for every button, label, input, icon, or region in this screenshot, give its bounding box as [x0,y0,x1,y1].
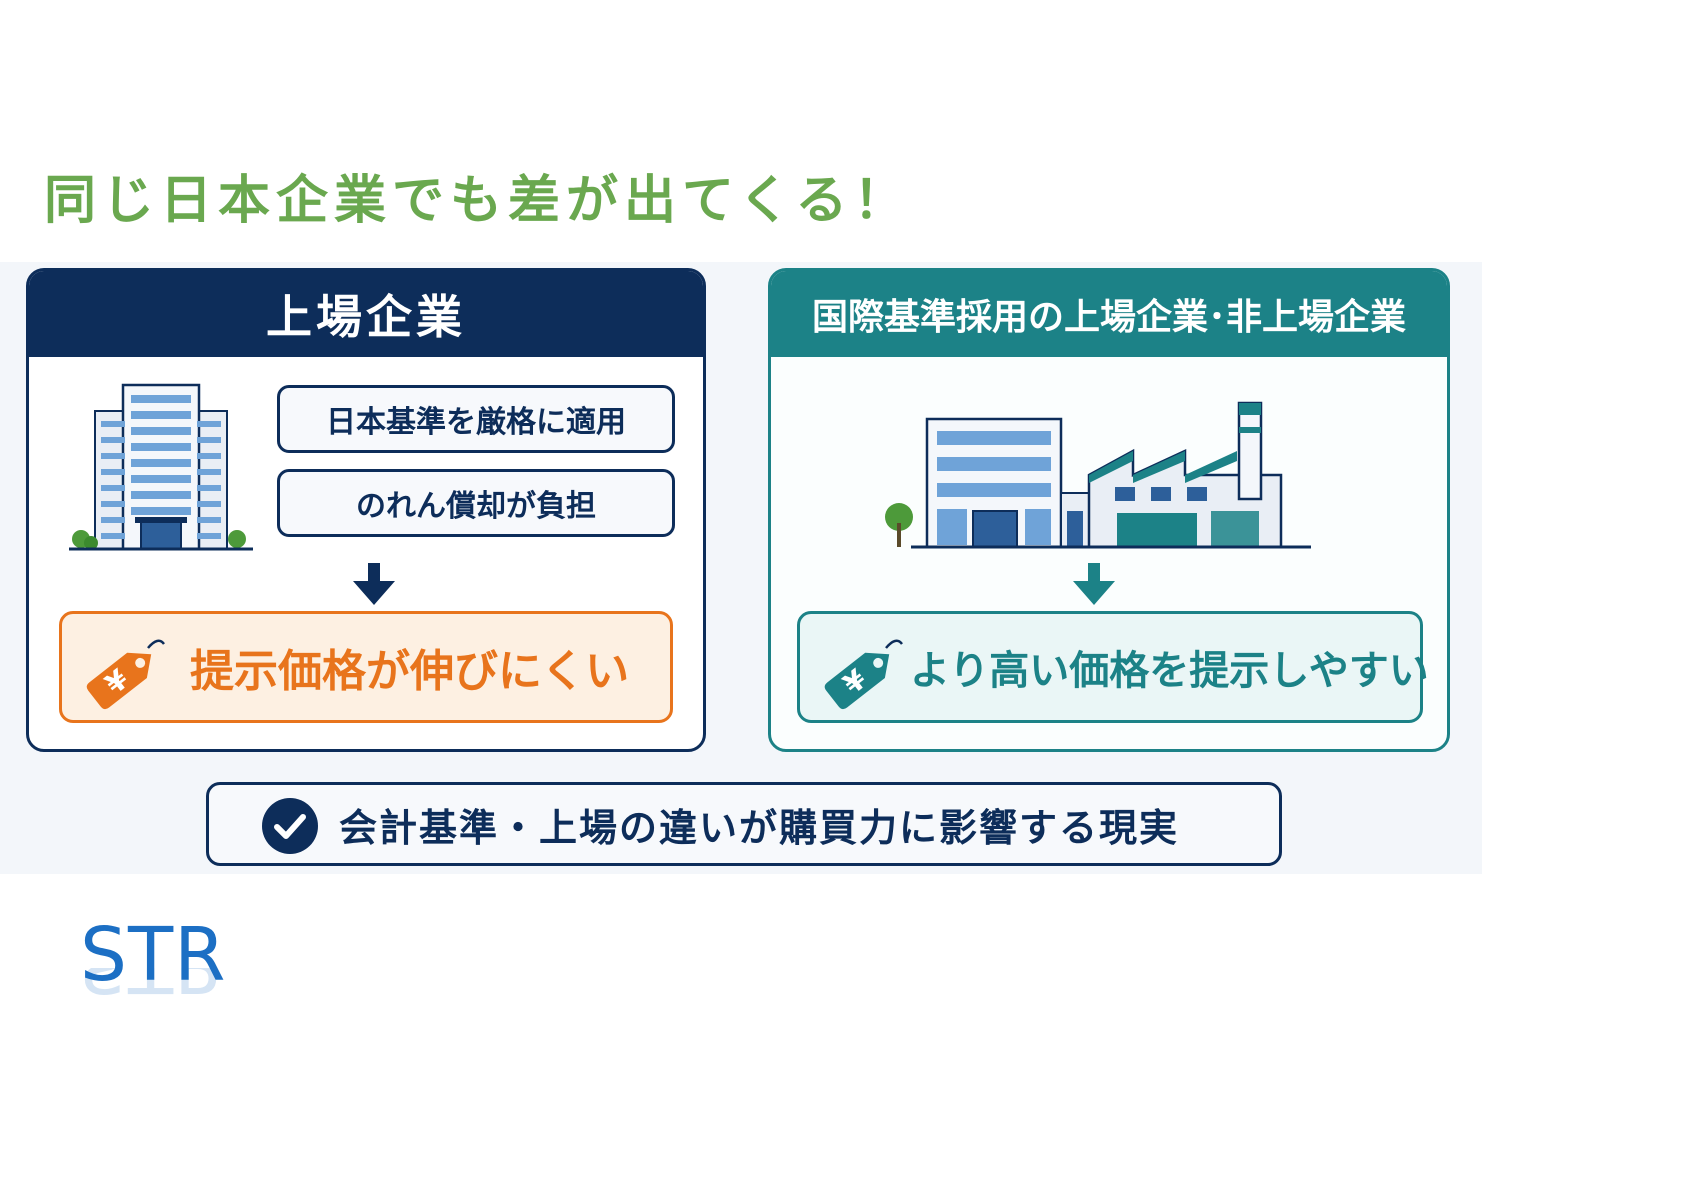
higher-price-offer-box: ¥ より高い価格を提示しやすい [797,611,1429,723]
comparison-infographic: 上場企業 日 [0,262,1482,874]
price-hard-to-raise-text: 提示価格が伸びにくい [190,646,630,697]
listed-company-title: 上場企業 [29,271,703,357]
conclusion-bar: 会計基準・上場の違いが購買力に影響する現実 [206,782,1282,866]
office-building-icon [69,383,253,551]
ifrs-and-unlisted-panel: 国際基準採用の上場企業･非上場企業 [768,268,1450,752]
ifrs-and-unlisted-title: 国際基準採用の上場企業･非上場企業 [771,271,1447,357]
yen-price-tag-icon: ¥ [824,639,903,710]
arrow-down-icon [1073,563,1115,605]
checkmark-circle-icon [262,798,318,854]
goodwill-amortization-point: のれん償却が負担 [277,469,675,537]
strict-japan-gaap-point: 日本基準を厳格に適用 [277,385,675,453]
yen-price-tag-icon: ¥ [86,639,165,710]
price-hard-to-raise-box: ¥ 提示価格が伸びにくい [59,611,673,723]
str-logo-reflection: STR [80,968,227,1008]
factory-icon [885,401,1311,549]
str-logo: STR [80,912,227,998]
conclusion-text: 会計基準・上場の違いが購買力に影響する現実 [339,805,1180,850]
arrow-down-icon [353,563,395,605]
page-headline: 同じ日本企業でも差が出てくる！ [44,171,912,231]
higher-price-offer-text: より高い価格を提示しやすい [910,648,1429,694]
listed-company-panel: 上場企業 日 [26,268,706,752]
